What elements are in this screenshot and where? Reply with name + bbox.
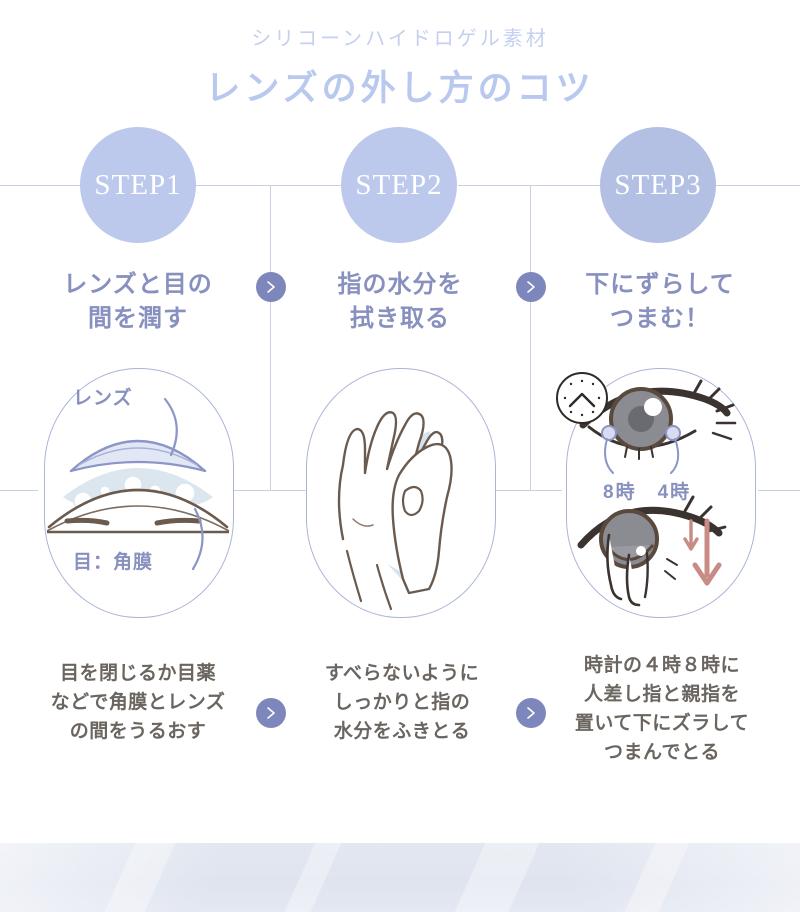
arrow-caption1-to-caption2 xyxy=(256,698,286,728)
thumb xyxy=(401,485,424,517)
cornea-label: 目：角膜 xyxy=(73,552,154,573)
eyelash xyxy=(705,387,721,403)
thumb-finger xyxy=(606,533,623,601)
wrist-left xyxy=(345,549,363,603)
lens-bottom-stroke xyxy=(69,460,207,473)
page-subtitle: シリコーンハイドロゲル素材 xyxy=(251,28,549,50)
caption-step-3: 時計の４時８時に 人差し指と親指を 置いて下にズラして つまんでとる xyxy=(544,652,780,768)
divider-top-mid1 xyxy=(196,185,341,186)
chevron-right-icon xyxy=(527,281,535,293)
motion-tick xyxy=(666,558,678,566)
step-badge-3-label: STEP3 xyxy=(614,168,702,201)
lens-on-cornea-diagram xyxy=(46,397,230,571)
divider-vertical-2 xyxy=(530,185,531,490)
eyelash xyxy=(683,495,695,513)
arrow-caption2-to-caption3 xyxy=(516,698,546,728)
eyelash xyxy=(715,403,735,413)
lower-lash xyxy=(650,446,654,458)
finger-point-4 xyxy=(665,425,681,441)
caption-1-line-2: などで角膜とレンズ xyxy=(50,691,226,713)
page-title: レンズの外し方のコツ xyxy=(205,69,595,108)
step-heading-3: 下にずらして つまむ！ xyxy=(545,268,775,336)
step-badge-1: STEP1 xyxy=(80,127,196,243)
guide-arc-left xyxy=(604,438,614,474)
band-streak xyxy=(104,843,176,912)
caption-2-line-3: 水分をふきとる xyxy=(333,720,471,742)
index-finger xyxy=(625,553,641,607)
illustration-step-2 xyxy=(306,368,496,618)
eyelash xyxy=(697,505,713,521)
chevron-right-icon xyxy=(267,707,275,719)
down-arrow-icon xyxy=(683,518,722,586)
finger-edge xyxy=(643,551,649,599)
lens-highlight xyxy=(636,546,646,556)
wrist-right xyxy=(375,563,393,611)
step-heading-2: 指の水分を 拭き取る xyxy=(285,268,515,336)
band-streak xyxy=(284,843,342,912)
eyelid-shade-right xyxy=(154,517,202,526)
band-streak xyxy=(454,843,540,912)
caption-1-line-1: 目を閉じるか目薬 xyxy=(59,663,216,684)
step-badge-2: STEP2 xyxy=(341,127,457,243)
step-heading-1-line-1: レンズと目の xyxy=(63,271,213,298)
step-heading-3-line-2: つまむ！ xyxy=(610,305,710,333)
divider-top-right xyxy=(716,185,800,186)
step-badge-3: STEP3 xyxy=(600,127,716,243)
illustration-step-1: レンズ 目：角膜 xyxy=(44,368,234,618)
caption-3-line-2: 人差し指と親指を xyxy=(583,683,740,705)
chevron-right-icon xyxy=(267,281,275,293)
hands-drying-with-towel xyxy=(337,411,453,611)
guide-arc-right xyxy=(670,438,680,474)
divider-mid-left xyxy=(0,490,38,491)
divider-top-left xyxy=(0,185,80,186)
bottom-texture-band xyxy=(0,843,800,912)
caption-step-2: すべらないように しっかりと指の 水分をふきとる xyxy=(284,660,520,747)
step-heading-2-line-1: 指の水分を xyxy=(337,271,463,298)
eyelash xyxy=(711,431,733,441)
lens-inner-stroke xyxy=(78,447,198,466)
cornea-outline xyxy=(47,488,229,529)
clock-positions-label: 8時 4時 xyxy=(603,482,692,503)
caption-3-line-4: つまんでとる xyxy=(603,741,721,763)
divider-mid-seg1 xyxy=(232,490,308,491)
eyelid-shade-left xyxy=(64,517,110,526)
lower-lash xyxy=(624,446,628,458)
clock-icon-wrapper xyxy=(552,368,612,433)
caption-2-line-2: しっかりと指の xyxy=(333,691,471,713)
motion-tick xyxy=(664,570,676,580)
caption-step-1: 目を閉じるか目薬 などで角膜とレンズ の間をうるおす xyxy=(20,660,256,747)
eyelash xyxy=(707,525,727,533)
divider-top-mid2 xyxy=(458,185,600,186)
step-heading-3-line-1: 下にずらして xyxy=(585,271,735,298)
lens-pointer-curve xyxy=(163,397,178,457)
caption-3-line-3: 置いて下にズラして xyxy=(574,712,750,734)
clock-icon xyxy=(556,372,608,424)
eyelash xyxy=(691,379,703,397)
eye-pinch-lens-diagram xyxy=(577,379,737,607)
front-hand-palm xyxy=(391,442,453,595)
cornea-pointer-curve xyxy=(191,507,204,571)
chevron-right-icon xyxy=(527,707,535,719)
finger-point-8 xyxy=(601,425,617,441)
step-badge-1-label: STEP1 xyxy=(94,168,182,201)
arrow-step1-to-step2 xyxy=(256,272,286,302)
divider-mid-right xyxy=(758,490,800,491)
step-badge-2-label: STEP2 xyxy=(355,168,443,201)
lens-top-stroke xyxy=(69,439,207,473)
iris-highlight xyxy=(644,398,662,416)
step-heading-2-line-2: 拭き取る xyxy=(350,305,450,333)
back-hand-fingers xyxy=(337,411,444,575)
caption-3-line-1: 時計の４時８時に xyxy=(583,655,740,676)
step-heading-1: レンズと目の 間を潤す xyxy=(23,268,253,336)
lens-label: レンズ xyxy=(73,388,133,409)
divider-vertical-1 xyxy=(270,185,271,490)
band-streak xyxy=(624,843,690,912)
caption-2-line-1: すべらないように xyxy=(324,663,480,684)
step-heading-1-line-2: 間を潤す xyxy=(88,305,188,333)
divider-mid-seg2 xyxy=(494,490,562,491)
palm-crease xyxy=(352,518,374,527)
arrow-step2-to-step3 xyxy=(516,272,546,302)
caption-1-line-3: の間をうるおす xyxy=(69,720,207,742)
